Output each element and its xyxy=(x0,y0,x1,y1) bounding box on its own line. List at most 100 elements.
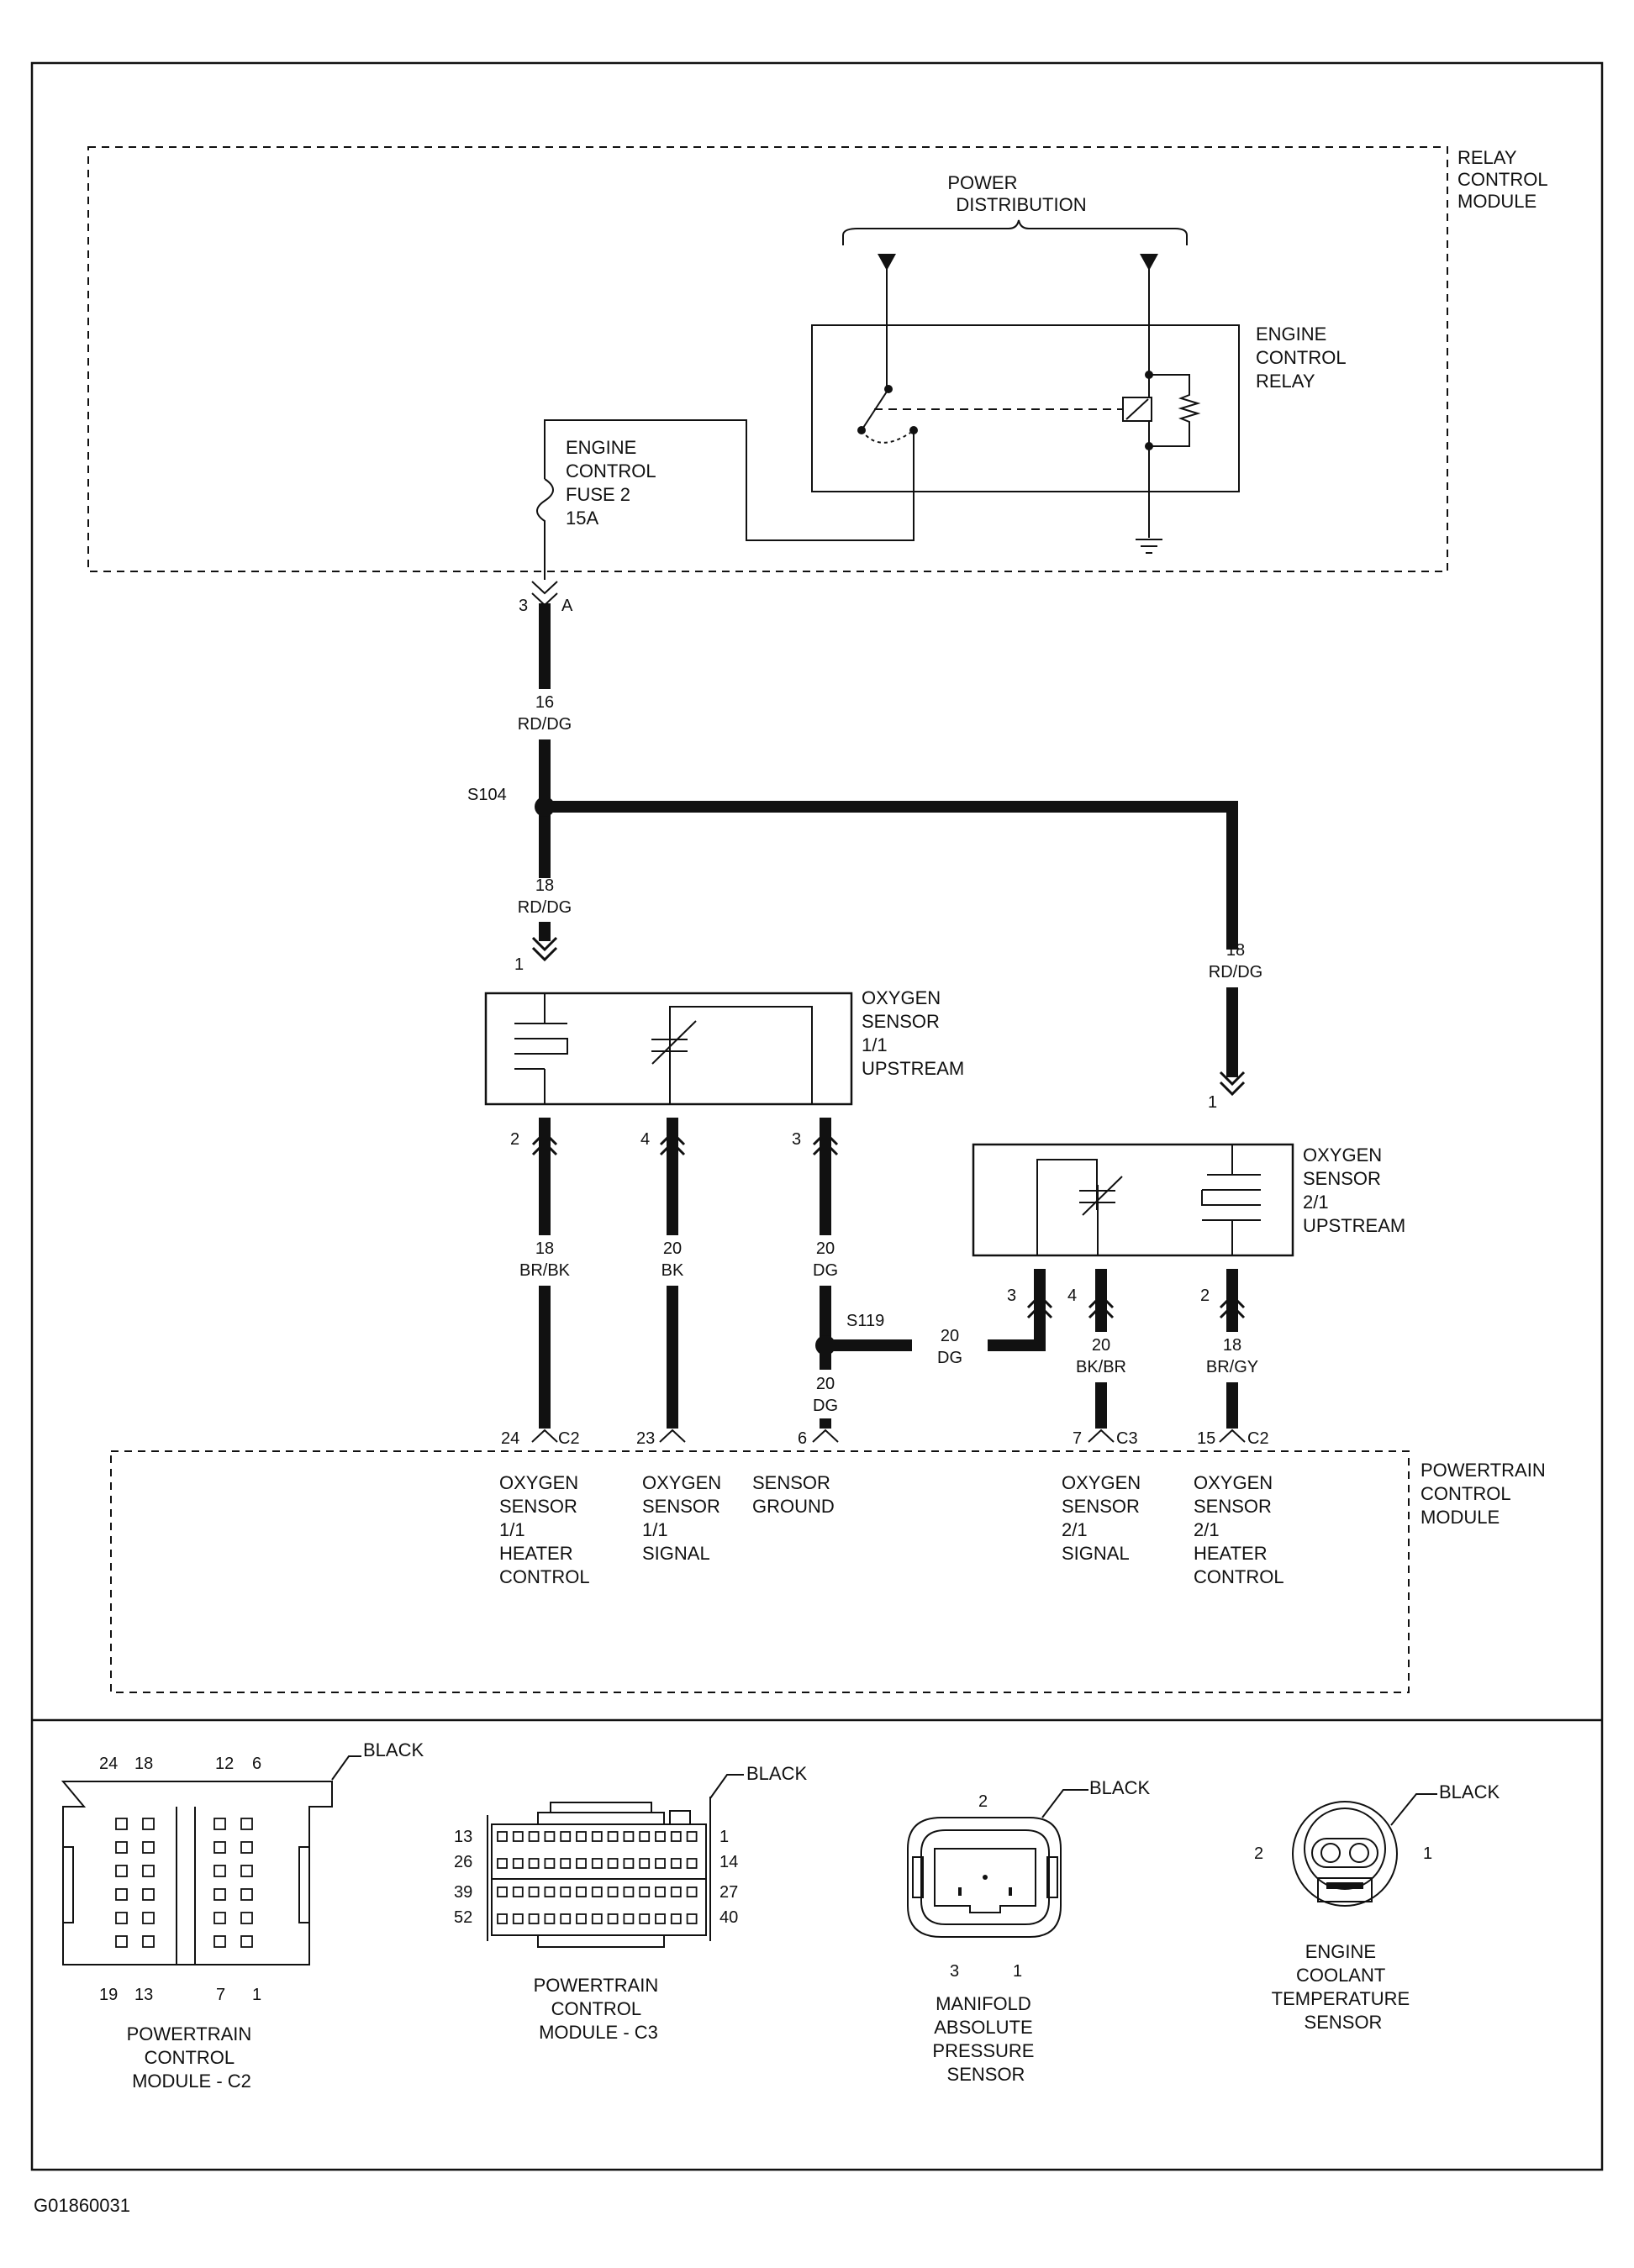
c3-title: POWERTRAIN CONTROL MODULE - C3 xyxy=(534,1975,664,2043)
pcm-pin-7-chevron xyxy=(1088,1429,1115,1443)
outer-frame xyxy=(30,61,1604,2171)
c3-left-number-52: 52 xyxy=(454,1908,472,1927)
pcm-pin-6-chevron xyxy=(812,1429,839,1443)
power-distribution-label: POWER DISTRIBUTION xyxy=(947,172,1086,215)
c3-left-number-26: 26 xyxy=(454,1853,472,1871)
connector-cavity xyxy=(528,1858,540,1869)
ect-color-label: BLACK xyxy=(1439,1781,1500,1802)
connector-cavity xyxy=(655,1913,666,1924)
connector-cavity xyxy=(686,1886,698,1897)
pcm-pin-24-number: 24 xyxy=(501,1429,519,1448)
connector-cavity xyxy=(591,1886,603,1897)
ect-pin-2-cavity xyxy=(1320,1843,1341,1863)
c3-top-shroud xyxy=(537,1812,665,1825)
c2-connector-body xyxy=(61,1781,333,1965)
map-title: MANIFOLD ABSOLUTE PRESSURE SENSOR xyxy=(932,1993,1039,2085)
pcm-pin-23-chevron xyxy=(659,1429,686,1443)
connector-cavity xyxy=(607,1886,619,1897)
connector-view-ect-sensor: 2 1 BLACK ENGINE COOLANT TEMPERATURE SEN… xyxy=(1254,1781,1500,2033)
c2-cavity-grid xyxy=(115,1818,253,1948)
splice-s104-label: S104 xyxy=(467,786,507,804)
sensor21-pin4-number: 4 xyxy=(1067,1287,1077,1305)
map-color-label: BLACK xyxy=(1089,1777,1150,1798)
pcm-pin-24-conn: C2 xyxy=(558,1429,580,1448)
connector-cavity xyxy=(576,1831,587,1842)
connector-cavity xyxy=(670,1831,682,1842)
connector-view-pcm-c3: 13 26 39 52 1 14 27 40 BLACK POWERTRAIN … xyxy=(454,1763,807,2043)
map-inner-shell xyxy=(920,1829,1050,1925)
c2-top-number-12: 12 xyxy=(215,1755,234,1773)
connector-cavity xyxy=(115,1818,128,1830)
connector-cavity xyxy=(607,1913,619,1924)
connector-view-map-sensor: 2 3 1 BLACK MANIFOLD ABSOLUTE PRESSURE S… xyxy=(907,1777,1150,2085)
connector-cavity xyxy=(560,1913,572,1924)
connector-cavity xyxy=(240,1912,253,1924)
connector-cavity xyxy=(497,1913,508,1924)
oxygen-sensor-11-label: OXYGEN SENSOR 1/1 UPSTREAM xyxy=(862,987,964,1079)
s119-right-wire-color: DG xyxy=(937,1349,962,1367)
sensor11-feed-gauge: 18 xyxy=(535,876,554,895)
c2-color-leader xyxy=(331,1755,361,1781)
sensor21-heater-element xyxy=(1201,1174,1261,1221)
sensor21-signal-wire-gauge: 20 xyxy=(1092,1336,1110,1355)
connector-cavity xyxy=(115,1935,128,1948)
relay-suppression-resistor xyxy=(1149,374,1201,447)
connector-cavity xyxy=(670,1886,682,1897)
connector-cavity xyxy=(497,1858,508,1869)
connector-cavity xyxy=(528,1831,540,1842)
sensor11-ground-path xyxy=(669,1006,813,1104)
engine-control-fuse xyxy=(536,478,554,580)
ect-pin-1-cavity xyxy=(1349,1843,1369,1863)
fuse-label: ENGINE CONTROL FUSE 2 15A xyxy=(566,437,661,529)
ect-color-leader xyxy=(1390,1793,1437,1826)
connector-cavity xyxy=(240,1865,253,1877)
pcm-pin-7: 7 C3 OXYGEN SENSOR 2/1 SIGNAL xyxy=(1062,1429,1141,1564)
connector-cavity xyxy=(142,1818,155,1830)
pcm-pin-15-label: OXYGEN SENSOR 2/1 HEATER CONTROL xyxy=(1194,1472,1284,1587)
powertrain-control-module-boundary xyxy=(110,1450,1410,1693)
connector-cavity xyxy=(240,1888,253,1901)
connector-cavity xyxy=(528,1886,540,1897)
c3-left-number-13: 13 xyxy=(454,1828,472,1846)
relay-control-module-label: RELAY CONTROL MODULE xyxy=(1457,147,1552,212)
relay-coil xyxy=(1122,397,1152,422)
map-pin-3-cavity xyxy=(958,1887,962,1896)
s119-right-wire-gauge: 20 xyxy=(941,1327,959,1345)
connector-cavity xyxy=(512,1886,524,1897)
powertrain-control-module-label: POWERTRAIN CONTROL MODULE xyxy=(1421,1460,1551,1528)
connector-cavity xyxy=(639,1831,651,1842)
c2-top-number-18: 18 xyxy=(134,1755,153,1773)
pcm-pin-7-number: 7 xyxy=(1073,1429,1082,1448)
sensor11-ground-wire-gauge: 20 xyxy=(816,1239,835,1258)
c2-bottom-number-19: 19 xyxy=(99,1986,118,2004)
connector-cavity xyxy=(655,1858,666,1869)
connector-cavity xyxy=(142,1935,155,1948)
c3-right-number-27: 27 xyxy=(719,1883,738,1902)
map-latch-left xyxy=(912,1856,924,1898)
sensor11-signal-element xyxy=(651,1020,697,1104)
relay-control-module-boundary xyxy=(87,146,1448,572)
connector-cavity xyxy=(560,1886,572,1897)
pcm-pin-23: 23 OXYGEN SENSOR 1/1 SIGNAL xyxy=(636,1429,721,1564)
c3-top-key-right xyxy=(669,1810,691,1825)
pcm-pin-7-conn: C3 xyxy=(1116,1429,1138,1448)
sensor21-feed-gauge: 18 xyxy=(1226,941,1245,960)
sensor21-pin1-number: 1 xyxy=(1208,1093,1217,1112)
connector-cavity xyxy=(544,1913,556,1924)
c2-bottom-number-7: 7 xyxy=(216,1986,225,2004)
c2-bottom-number-1: 1 xyxy=(252,1986,261,2004)
connector-cavity xyxy=(213,1888,226,1901)
engine-control-relay-box xyxy=(811,324,1240,492)
sensor11-signal-wire-gauge: 20 xyxy=(663,1239,682,1258)
sensor11-pin3-number: 3 xyxy=(792,1130,801,1149)
main-feed-wire-gauge: 16 xyxy=(535,693,554,712)
connector-cavity xyxy=(591,1831,603,1842)
connector-cavity xyxy=(591,1858,603,1869)
sensor21-signal-element xyxy=(1079,1176,1123,1255)
sensor21-feed-color: RD/DG xyxy=(1209,963,1262,981)
relay-to-fuse-wire xyxy=(544,419,915,541)
connector-cavity xyxy=(639,1913,651,1924)
map-pin-bottom-left-number: 3 xyxy=(950,1962,959,1981)
power-source-arrow-left xyxy=(878,254,896,271)
